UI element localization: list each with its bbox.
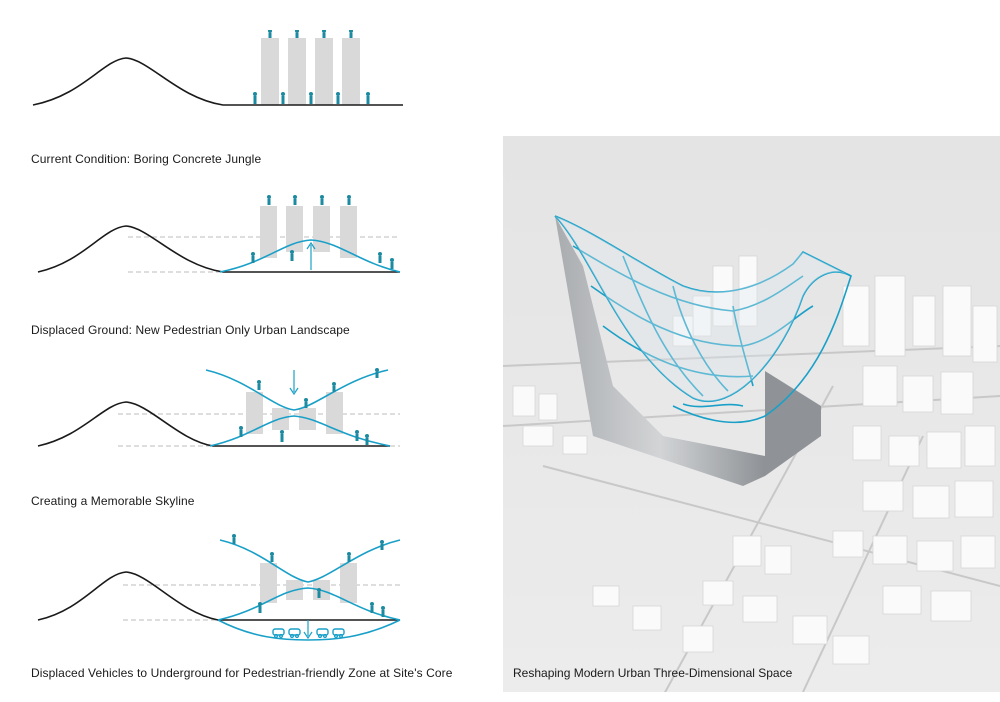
tower (286, 206, 303, 252)
pedestrian-icon (253, 92, 370, 104)
tower (288, 38, 306, 105)
tower (260, 563, 277, 603)
pedestrian-icon (232, 534, 385, 617)
caption-underground-vehicles: Displaced Vehicles to Underground for Pe… (31, 666, 453, 680)
sky-surface-line (205, 369, 389, 411)
tower (340, 206, 357, 258)
raised-ground-line (209, 415, 391, 447)
tower (342, 38, 360, 105)
main-building-facade (555, 216, 765, 486)
terrain-line (37, 225, 400, 273)
pedestrian-icon (251, 195, 394, 269)
caption-current-condition: Current Condition: Boring Concrete Jungl… (31, 152, 262, 166)
caption-displaced-ground: Displaced Ground: New Pedestrian Only Ur… (31, 323, 350, 337)
tower (260, 206, 277, 258)
terrain-line (37, 401, 390, 447)
city-blocks (512, 255, 998, 665)
tower (313, 206, 330, 252)
pedestrian-icon (239, 368, 379, 445)
caption-render: Reshaping Modern Urban Three-Dimensional… (513, 666, 793, 680)
tower (246, 392, 263, 434)
diagram-current-condition (28, 30, 498, 120)
tower (261, 38, 279, 105)
car-icon (272, 628, 345, 639)
terrain-line (37, 571, 400, 621)
diagram-memorable-skyline (28, 362, 498, 454)
raised-ground-line (217, 587, 401, 621)
diagram-underground-vehicles (28, 528, 498, 646)
urban-render-image (503, 136, 1000, 692)
caption-memorable-skyline: Creating a Memorable Skyline (31, 494, 195, 508)
terrain-line (32, 57, 403, 106)
tower (315, 38, 333, 105)
tower (340, 563, 357, 603)
underground-line (217, 619, 401, 641)
sculpted-canopy (554, 215, 852, 424)
tower (326, 392, 343, 434)
pedestrian-icon (268, 30, 353, 38)
sky-surface-line (219, 539, 401, 583)
diagram-displaced-ground (28, 190, 498, 280)
